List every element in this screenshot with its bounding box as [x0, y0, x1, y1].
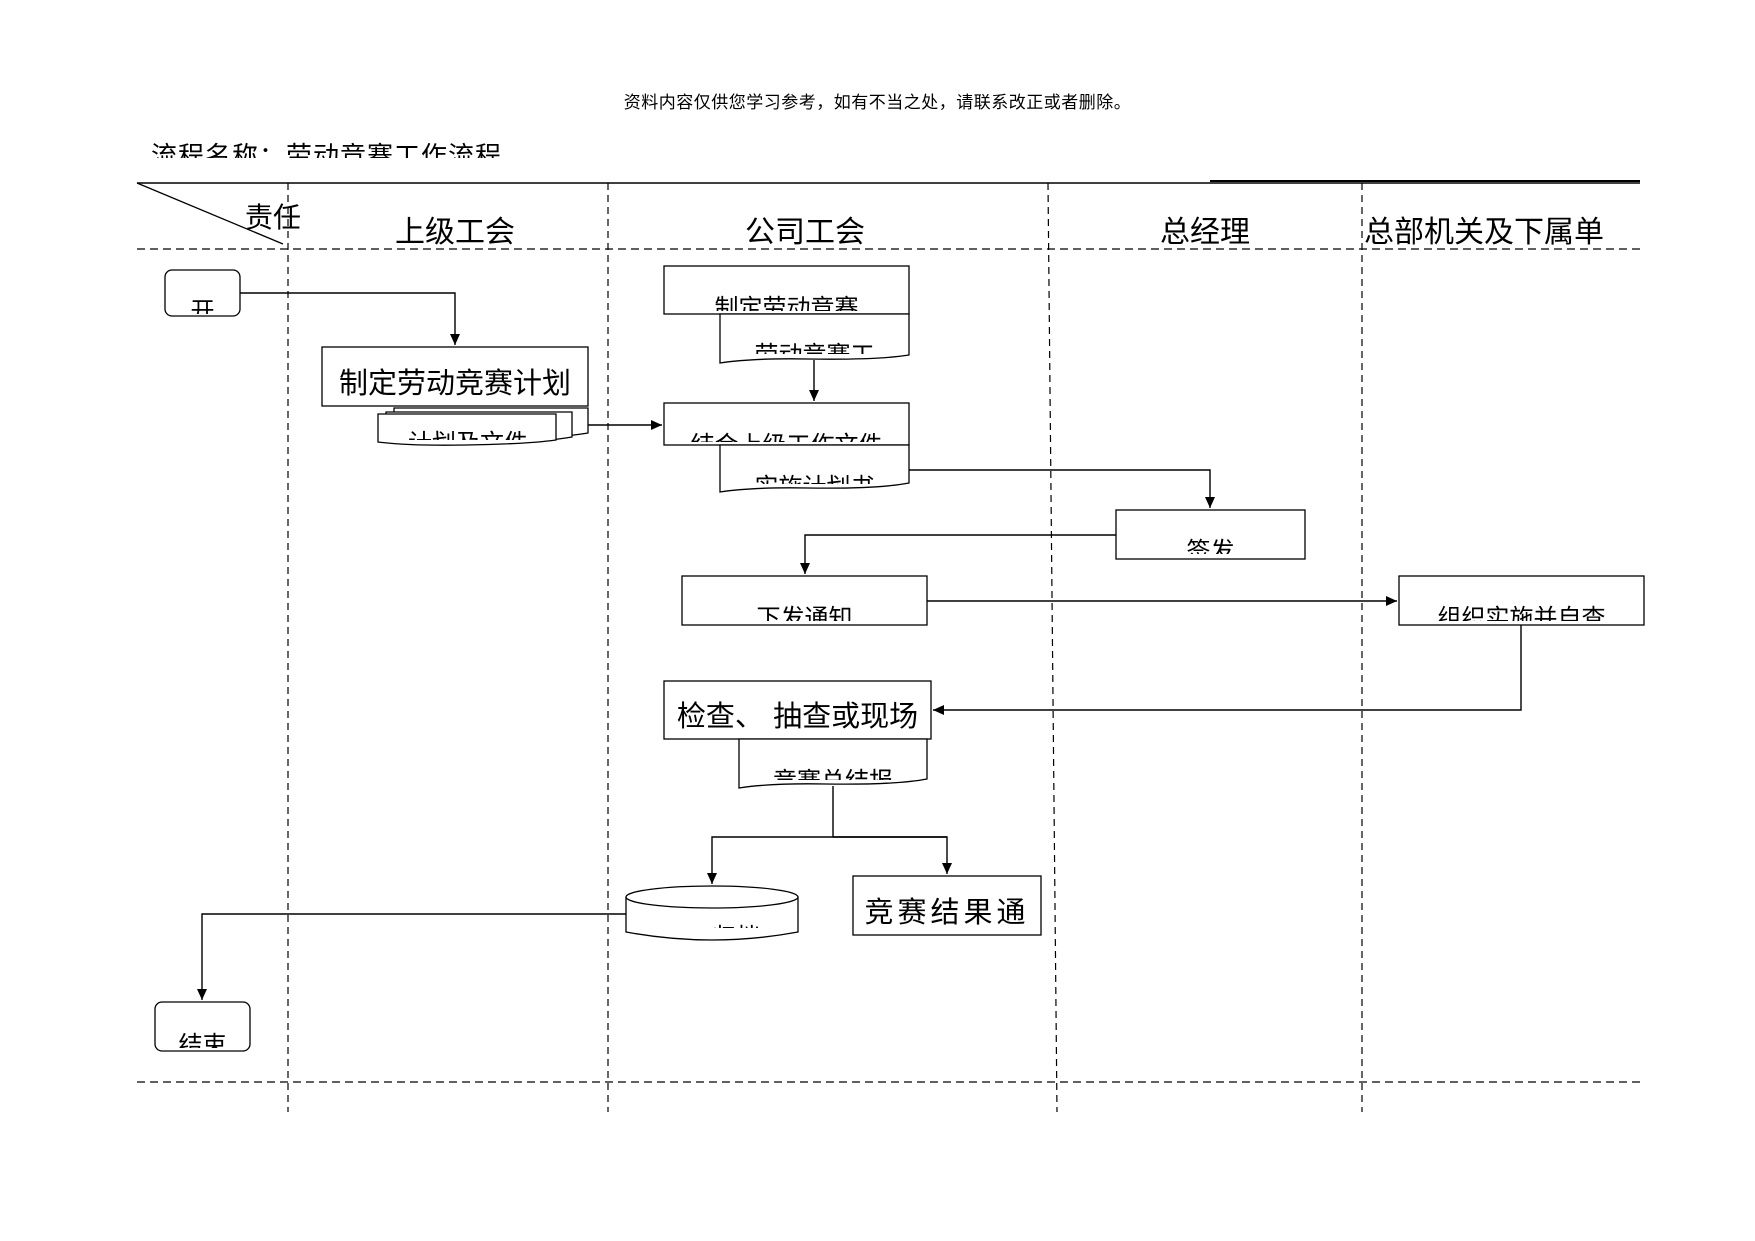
- organize-box: [1398, 575, 1645, 626]
- plan-company-doc-label: 劳动竞赛工: [721, 340, 908, 354]
- table-frame: [136, 180, 1640, 1083]
- lane-header-company-union: 公司工会: [745, 215, 865, 249]
- notify-box: [681, 575, 928, 626]
- process-title: 流程名称：劳动竞赛工作流程: [151, 142, 503, 158]
- combine-box: [663, 402, 910, 446]
- plan-company-doc-shape: [719, 313, 910, 364]
- arrow-to-result: [833, 836, 952, 874]
- sign-label: 签发: [1186, 537, 1235, 554]
- combine-label: 结合上级工作文件: [665, 430, 908, 442]
- corner-header-label: 责任: [245, 201, 301, 234]
- plan-upper-label: 制定劳动竞赛计划: [338, 366, 571, 400]
- plan-upper-doc-label: 计划及文件: [380, 428, 556, 440]
- lane-header-upper-union: 上级工会: [395, 215, 515, 249]
- organize-label: 组织实施并自查: [1437, 604, 1606, 621]
- check-label: 检查、 抽查或现场: [676, 699, 919, 733]
- arrow-start-to-plan: [240, 292, 460, 345]
- summary-doc-label: 竞赛总结报: [740, 766, 926, 780]
- plan-upper-doc-shape: [377, 413, 557, 446]
- lane-header-general-manager: 总经理: [1160, 215, 1250, 249]
- implement-doc-label: 实施计划书: [721, 472, 908, 484]
- arrow-organize-to-check: [933, 625, 1522, 715]
- disclaimer-text: 资料内容仅供您学习参考，如有不当之处，请联系改正或者删除。: [623, 93, 1132, 113]
- lane-dividers: [287, 182, 1363, 1113]
- start-label: 开: [190, 297, 215, 314]
- archive-storage: [625, 897, 799, 941]
- result-box: [852, 875, 1042, 936]
- notify-label: 下发通知: [756, 604, 853, 621]
- arrow-sign-to-notify: [800, 534, 1116, 574]
- plan-company-label: 制定劳动竞赛: [714, 294, 859, 311]
- end-terminal: [154, 1001, 251, 1052]
- plan-company-box: [663, 265, 910, 315]
- end-label: 结束: [178, 1031, 227, 1048]
- implement-doc-shape: [719, 444, 910, 493]
- check-box: [663, 680, 932, 740]
- plan-upper-box: [321, 346, 589, 407]
- archive-storage-top: [625, 885, 799, 909]
- arrow-implement-to-sign: [909, 469, 1215, 508]
- summary-doc-shape: [738, 738, 928, 789]
- lane-header-branches: 总部机关及下属单: [1364, 215, 1604, 249]
- arrow-archive-to-end: [197, 913, 626, 1000]
- archive-label: 归档: [700, 922, 772, 928]
- sign-box: [1115, 509, 1306, 560]
- result-label: 竞赛结果通: [864, 895, 1030, 929]
